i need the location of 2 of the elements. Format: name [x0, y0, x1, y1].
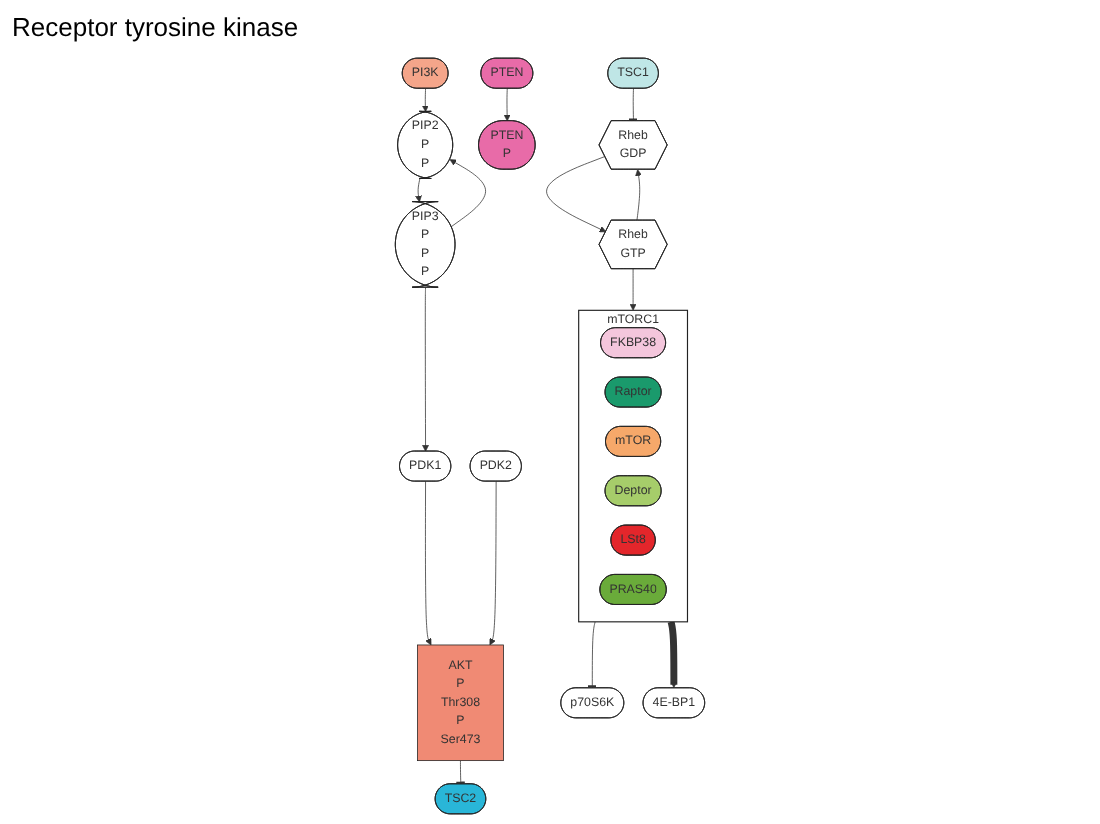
receptor-label: Receptor tyrosine kinase — [12, 12, 299, 42]
arrow — [667, 620, 678, 689]
